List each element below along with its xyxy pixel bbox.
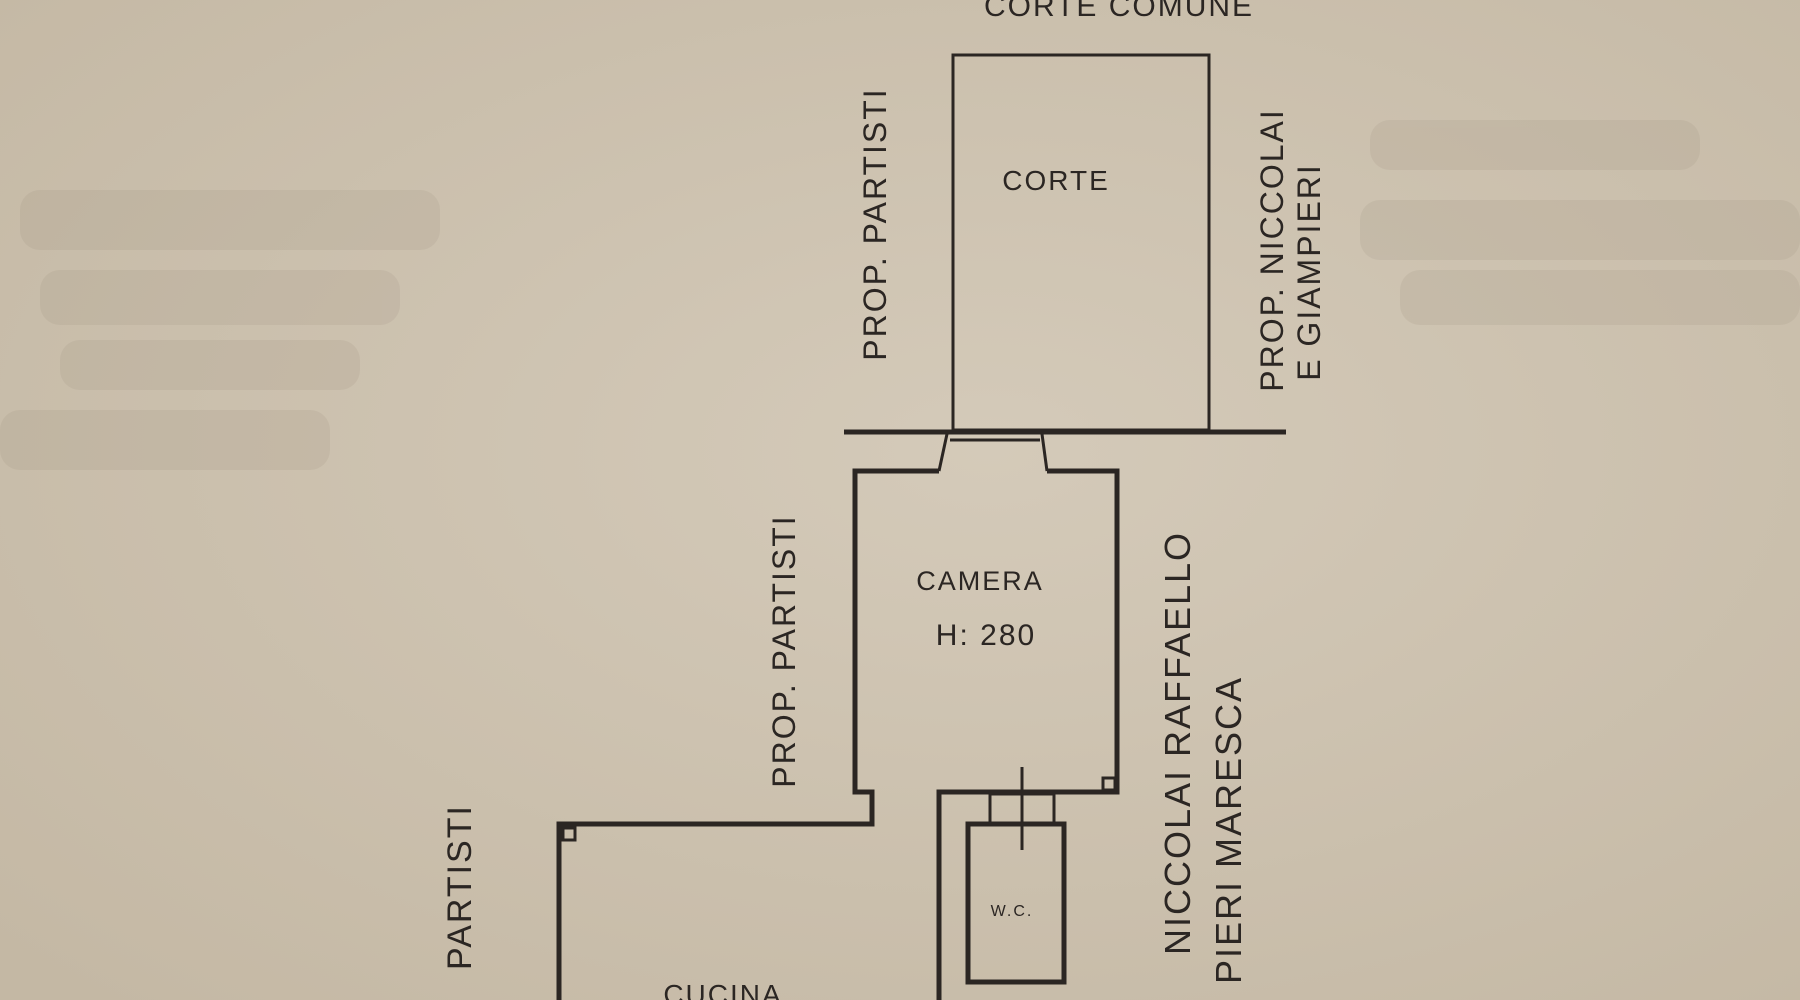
neighbor-label: PARTISTI xyxy=(441,804,479,970)
neighbor-label: E GIAMPIERI xyxy=(1291,163,1327,381)
camera-right-walls xyxy=(936,468,1120,1000)
neighbor-label: PIERI MARESCA xyxy=(1208,676,1249,984)
corner-detail xyxy=(1101,776,1117,792)
room-height-label: H: 280 xyxy=(936,619,1036,652)
neighbor-label: PROP. NICCOLAI xyxy=(1254,108,1290,391)
camera-walls xyxy=(556,468,939,1000)
entrance-door xyxy=(937,433,1049,472)
room-label-wc: W.C. xyxy=(991,903,1034,920)
room-label-corte: CORTE xyxy=(1002,165,1110,196)
room-label-cucina: CUCINA xyxy=(663,979,782,1000)
corner-detail xyxy=(561,826,577,842)
bleed-through-marks xyxy=(0,120,1800,470)
neighbor-label: PROP. PARTISTI xyxy=(766,514,802,787)
neighbor-label: PROP. PARTISTI xyxy=(857,87,893,360)
room-label-camera: CAMERA xyxy=(916,566,1044,596)
neighbor-label: NICCOLAI RAFFAELLO xyxy=(1157,531,1198,955)
top-label: CORTE COMUNE xyxy=(984,0,1254,23)
